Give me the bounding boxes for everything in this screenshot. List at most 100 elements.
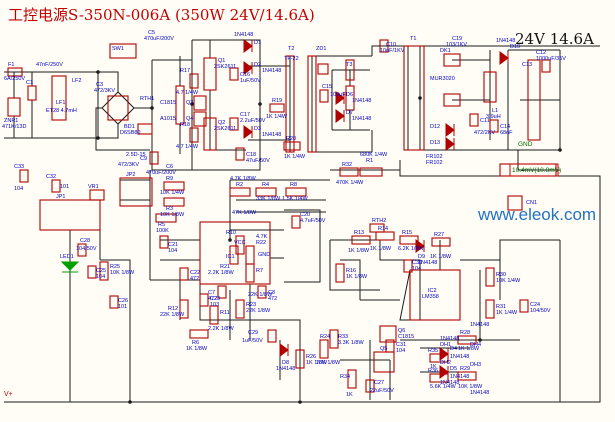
dh4-value: 1N4148 [470, 322, 489, 328]
ic2-body [409, 269, 461, 321]
c3-value: 472/3KV [94, 88, 115, 94]
d7-label: D7 [346, 110, 353, 116]
c14-symbol [489, 119, 499, 133]
c23-symbol [199, 293, 209, 307]
r17-label: R17 [180, 68, 190, 74]
q4-label: Q4 [186, 116, 193, 122]
r2-value: 4.7K 1/8W [230, 176, 256, 182]
d6-value: 1N4148 [352, 98, 371, 104]
d5-label: D5 [450, 366, 457, 372]
r29-label: R29 [460, 366, 470, 372]
znr-label: ZNR1 [4, 118, 18, 124]
c5-label: C5 [148, 30, 155, 36]
c24-symbol [519, 299, 529, 313]
q2-label: Q2 [218, 120, 225, 126]
zd1-label: ZD1 [316, 46, 326, 52]
q6-value: C1815 [398, 334, 414, 340]
c7-label: C7 [208, 290, 215, 296]
c9-symbol [149, 151, 159, 165]
c9-value: 472/3KV [118, 162, 139, 168]
c24-value: 104/50V [530, 308, 551, 314]
c13-symbol [541, 59, 551, 73]
d11-label: DK1 [440, 48, 451, 54]
r4-symbol [255, 187, 277, 197]
d9-value: 1N4148 [418, 260, 437, 266]
r27-label: R27 [434, 232, 444, 238]
r26-label: R26 [306, 354, 316, 360]
c20-value: 4.7uF/50V [300, 218, 326, 224]
c22-value: 472 [190, 276, 199, 282]
r19-value: 1K 1/4W [266, 114, 288, 120]
dh2-label: DH2 [440, 360, 451, 366]
cn1-symbol [507, 195, 523, 211]
c29-label: C29 [248, 330, 258, 336]
znr-value: 471K/13D [2, 124, 26, 130]
vplus-marker: V+ [4, 391, 13, 398]
dh1-value: 1N4148 [440, 336, 459, 342]
r11-label: R11 [220, 310, 230, 316]
c6-label: C6 [166, 164, 173, 170]
fuse-label: F1 [8, 62, 14, 68]
r32-symbol [339, 167, 359, 177]
r32-label: R32 [342, 162, 352, 168]
c25-value: 104 [96, 274, 105, 280]
r22-symbol [245, 245, 255, 265]
r26-symbol [295, 349, 305, 369]
l1-value: 3.9uH [486, 114, 501, 120]
r3-value: 10K 1/8W [160, 212, 185, 218]
c20-symbol [291, 215, 301, 229]
ic2-name: LM358 [422, 294, 439, 300]
r10-value: 47K 1/8W [232, 210, 257, 216]
cx1-symbol [27, 85, 37, 101]
q2-value: 2SK2611 [214, 126, 236, 132]
d12-value: FR102 [426, 154, 443, 160]
r1-symbol [359, 167, 383, 177]
out-plus-label: 10.4mV(10.8mV) [512, 167, 561, 174]
jp2-body [119, 177, 153, 207]
q5-body [373, 351, 395, 373]
out-marker-box [509, 163, 559, 177]
c3-label: C3 [96, 82, 103, 88]
c19-value: 103/1KV [446, 42, 467, 48]
r12-symbol [179, 299, 189, 319]
r1-value: 680K 1/4W [360, 152, 388, 158]
c5-symbol [175, 85, 185, 125]
q4-body [193, 111, 207, 127]
r20-value: 1K 1/4W [284, 154, 306, 160]
r14-label: R14 [378, 226, 388, 232]
c27-label: C27 [374, 380, 384, 386]
zd1-symbol [317, 63, 329, 75]
jp1-body [39, 199, 101, 231]
fuse-f1-symbol [7, 67, 23, 77]
r24-symbol [319, 339, 329, 359]
c9-label: C9 [140, 156, 147, 162]
output-spec: 24V 14.6A [515, 30, 594, 48]
led-label: LED1 [60, 254, 74, 260]
bridge-rectifier [107, 95, 129, 121]
r7-value: 22K 1/8W [248, 292, 273, 298]
c32-label: C32 [46, 174, 56, 180]
d7-value: 1N4148 [352, 116, 371, 122]
d9-label: D9 [418, 254, 425, 260]
q3-value: C1815 [160, 100, 176, 106]
dh3-value: 1N4148 [470, 390, 489, 396]
c15-label: C15 [322, 84, 332, 90]
r16-label: R16 [346, 268, 356, 274]
r28-label: R28 [460, 330, 470, 336]
d8-value: 1N4148 [276, 366, 295, 372]
c30-label: C30 [412, 260, 422, 266]
green-labels: GND 10.4mV(10.8mV) [512, 141, 561, 174]
c26-value: 101 [118, 304, 127, 310]
c13-label: C13 [522, 62, 532, 68]
r25-symbol [99, 261, 109, 281]
thermistor-rth1 [137, 123, 153, 135]
c16-label: C16 [240, 72, 250, 78]
c17-label: C17 [240, 112, 250, 118]
c18-symbol [235, 147, 245, 161]
lf2-label: LF2 [72, 78, 81, 84]
r29-value: 10K 1/8W [458, 384, 483, 390]
cn1-label: CN1 [526, 200, 537, 206]
dh2-value: 1N4148 [440, 380, 459, 386]
c26-symbol [109, 295, 119, 309]
